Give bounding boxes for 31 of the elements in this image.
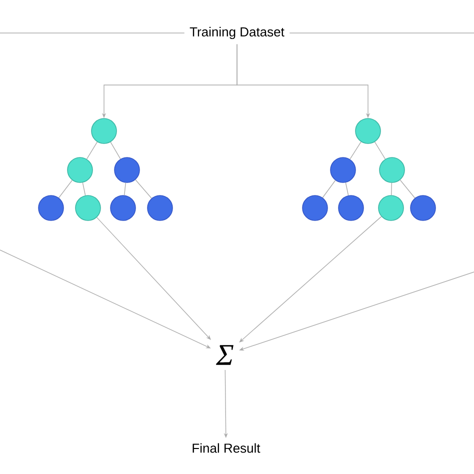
tree-branch <box>124 182 126 196</box>
tree-branch <box>350 142 362 160</box>
tree-branch <box>400 180 416 198</box>
tree-node <box>379 157 405 183</box>
tree-branch <box>322 180 336 198</box>
tree-node <box>110 195 136 221</box>
connector-line <box>289 32 474 34</box>
tree-node <box>91 118 117 144</box>
tree-node <box>147 195 173 221</box>
tree-branch <box>374 142 386 160</box>
dataset-label: Training Dataset <box>190 26 284 40</box>
tree-node <box>330 157 356 183</box>
tree-branch <box>86 142 98 160</box>
sum-symbol: Σ <box>216 345 234 365</box>
tree-branch <box>135 179 152 199</box>
tree-branch <box>391 182 392 196</box>
tree-node <box>302 195 328 221</box>
tree-branch <box>58 180 73 198</box>
tree-branch <box>345 182 349 196</box>
tree-branch <box>110 142 121 160</box>
connector-line <box>0 32 185 34</box>
tree-node <box>355 118 381 144</box>
tree-node <box>410 195 436 221</box>
tree-node <box>75 195 101 221</box>
tree-node <box>38 195 64 221</box>
tree-branch <box>82 182 86 196</box>
result-label: Final Result <box>192 443 260 453</box>
tree-node <box>338 195 364 221</box>
tree-node <box>378 195 404 221</box>
tree-node <box>114 157 140 183</box>
tree-node <box>67 157 93 183</box>
